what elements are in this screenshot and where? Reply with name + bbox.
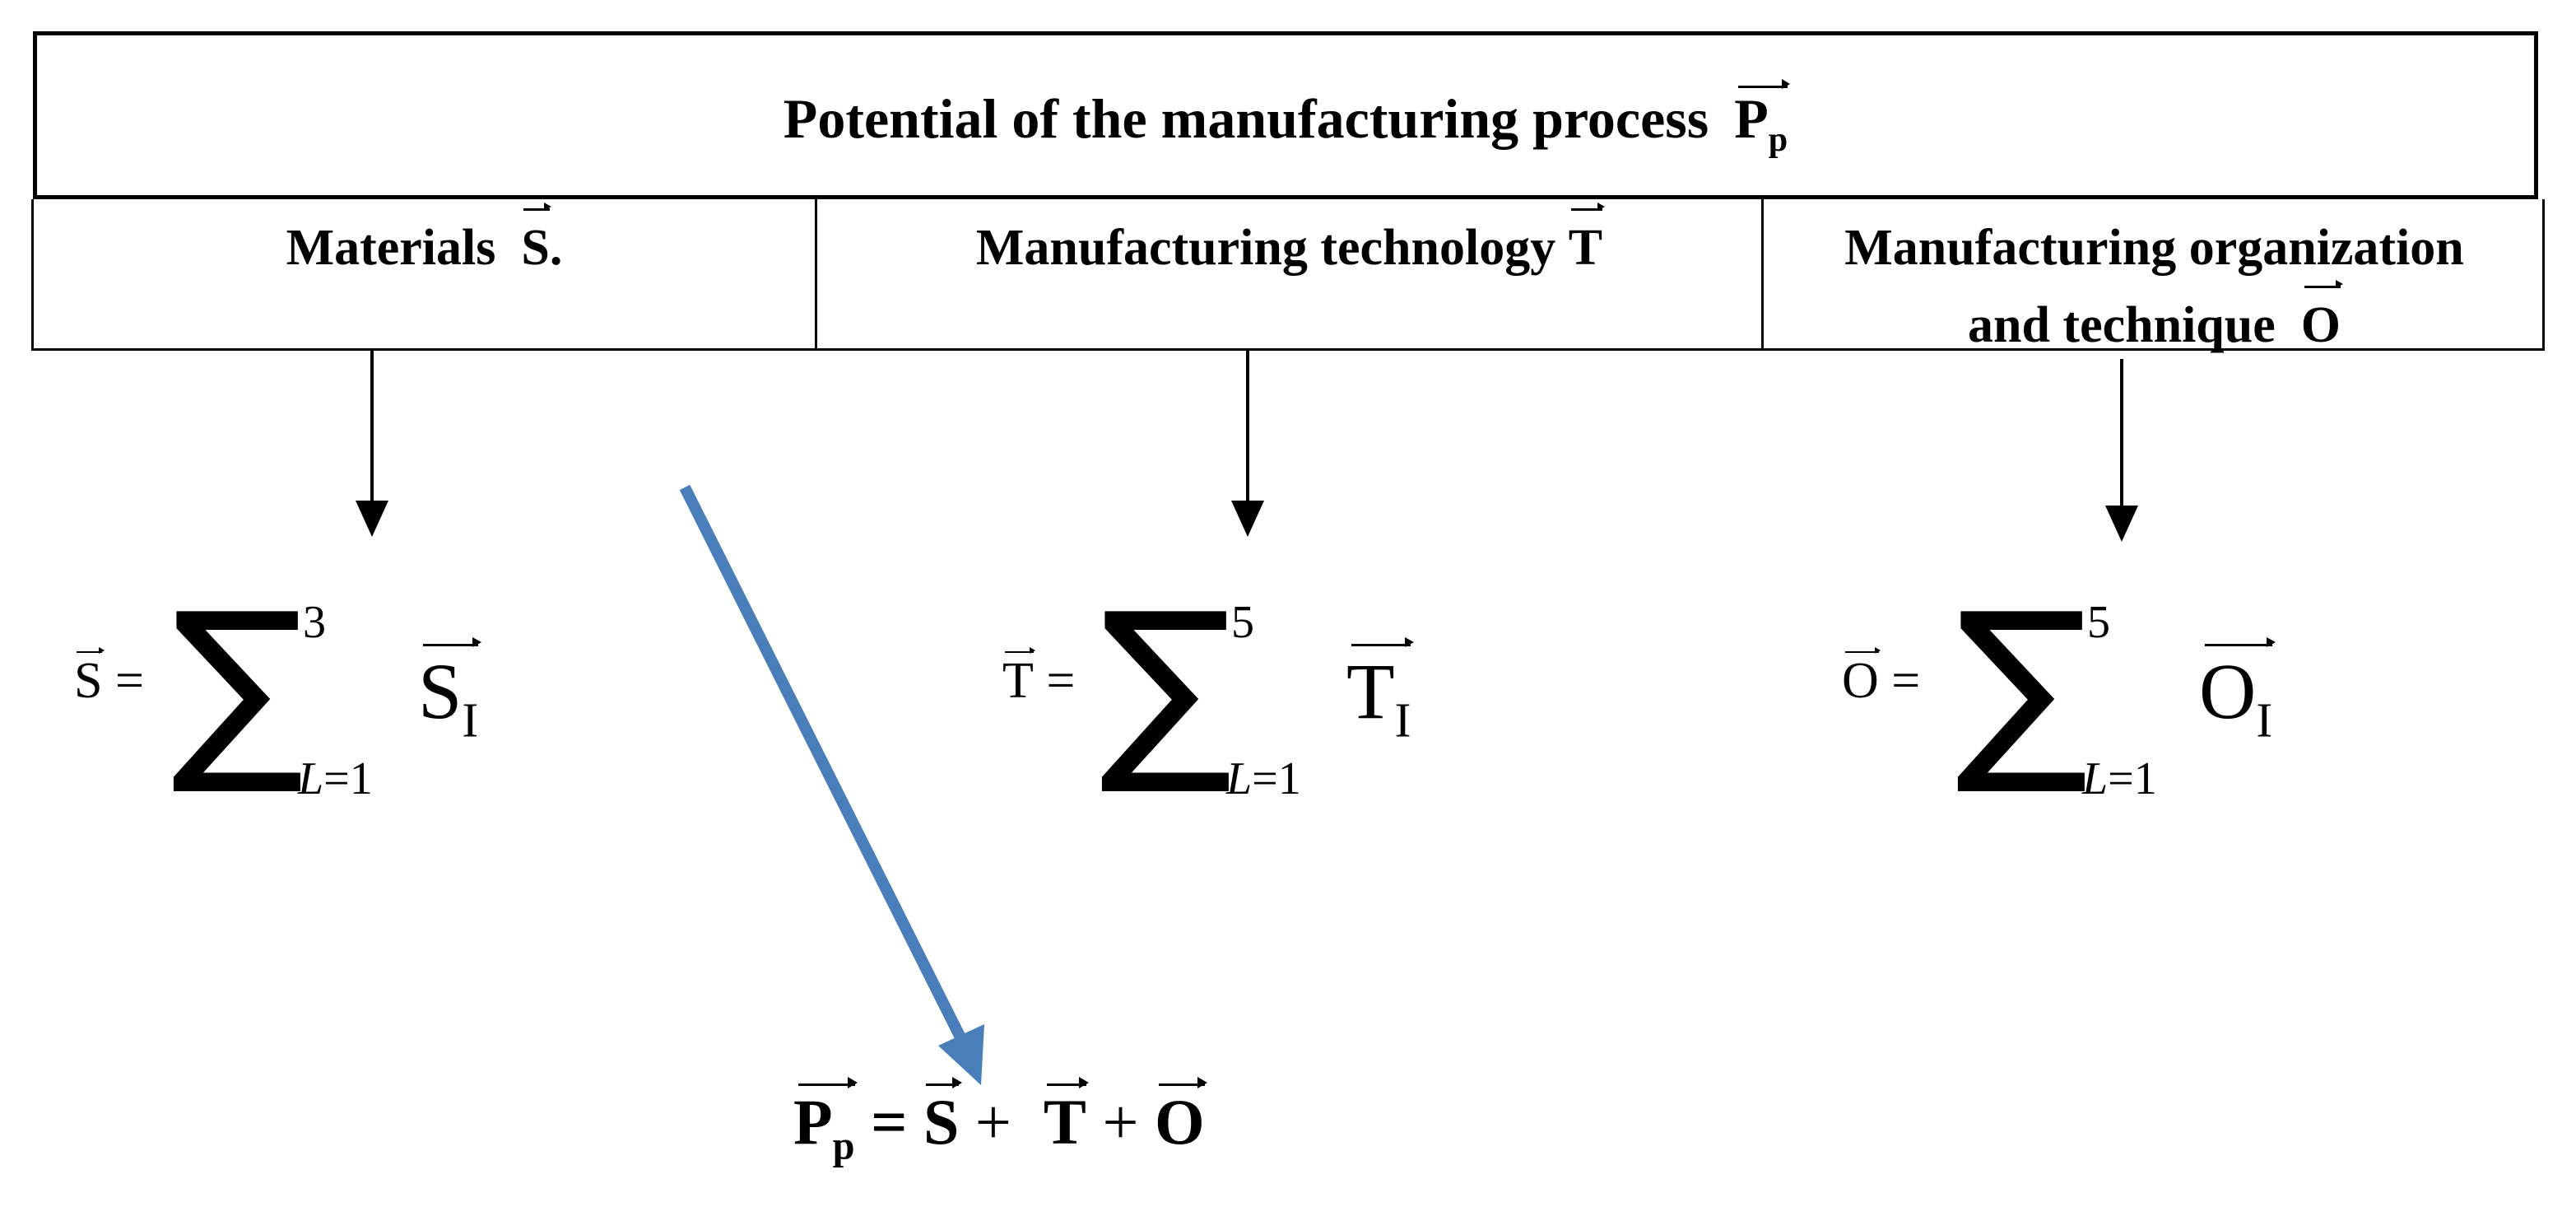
- factor-cell-organization: Manufacturing organization and technique…: [1764, 199, 2545, 353]
- sum-lower-limit: L=1: [298, 753, 373, 804]
- factor-cell-technology: Manufacturing technology T: [817, 199, 1764, 348]
- factor-label-technology: Manufacturing technology T: [817, 202, 1761, 287]
- formula-lhs: S =: [74, 646, 144, 709]
- formula-technology: T = ∑ 5 L=1 TI: [1002, 576, 1463, 823]
- sum-term: SI: [418, 637, 482, 748]
- total-term-t: T: [1043, 1076, 1090, 1158]
- arrow-materials: [356, 351, 388, 537]
- diagram-title: Potential of the manufacturing process P…: [37, 79, 2534, 160]
- sum-lower-limit: L=1: [1226, 753, 1301, 804]
- formula-lhs: O =: [1842, 646, 1921, 709]
- arrow-to-total: [679, 484, 984, 1085]
- title-vector-symbol: Pp: [1734, 79, 1790, 160]
- vector-symbol-s: S: [521, 202, 552, 287]
- title-box: Potential of the manufacturing process P…: [33, 31, 2538, 199]
- total-potential-formula: Pp = S + T + O: [793, 1076, 1207, 1168]
- sigma-symbol: ∑: [1100, 570, 1233, 800]
- sum-upper-limit: 3: [303, 597, 326, 648]
- factor-row: Materials S. Manufacturing technology T …: [31, 199, 2545, 353]
- sum-upper-limit: 5: [2087, 597, 2110, 648]
- sum-term: OI: [2199, 637, 2276, 748]
- sum-upper-limit: 5: [1231, 597, 1254, 648]
- title-text: Potential of the manufacturing process: [783, 87, 1709, 150]
- total-term-s: S: [923, 1076, 962, 1158]
- arrow-technology: [1231, 351, 1264, 537]
- total-term-o: O: [1154, 1076, 1207, 1158]
- vector-symbol-t: T: [1569, 202, 1605, 287]
- total-lhs: Pp: [793, 1076, 858, 1168]
- factor-label-materials: Materials S.: [34, 202, 815, 287]
- sigma-symbol: ∑: [1955, 570, 2089, 800]
- arrow-organization: [2105, 359, 2138, 542]
- sum-lower-limit: L=1: [2082, 753, 2157, 804]
- formula-lhs: T =: [1002, 646, 1076, 709]
- vector-symbol-o: O: [2301, 279, 2343, 364]
- sum-term: TI: [1346, 637, 1415, 748]
- factor-cell-materials: Materials S.: [34, 199, 817, 348]
- formula-organization: O = ∑ 5 L=1 OI: [1842, 576, 2303, 823]
- factor-label-organization: Manufacturing organization and technique…: [1764, 209, 2545, 364]
- formula-materials: S = ∑ 3 L=1 SI: [74, 576, 535, 823]
- sigma-symbol: ∑: [171, 570, 305, 800]
